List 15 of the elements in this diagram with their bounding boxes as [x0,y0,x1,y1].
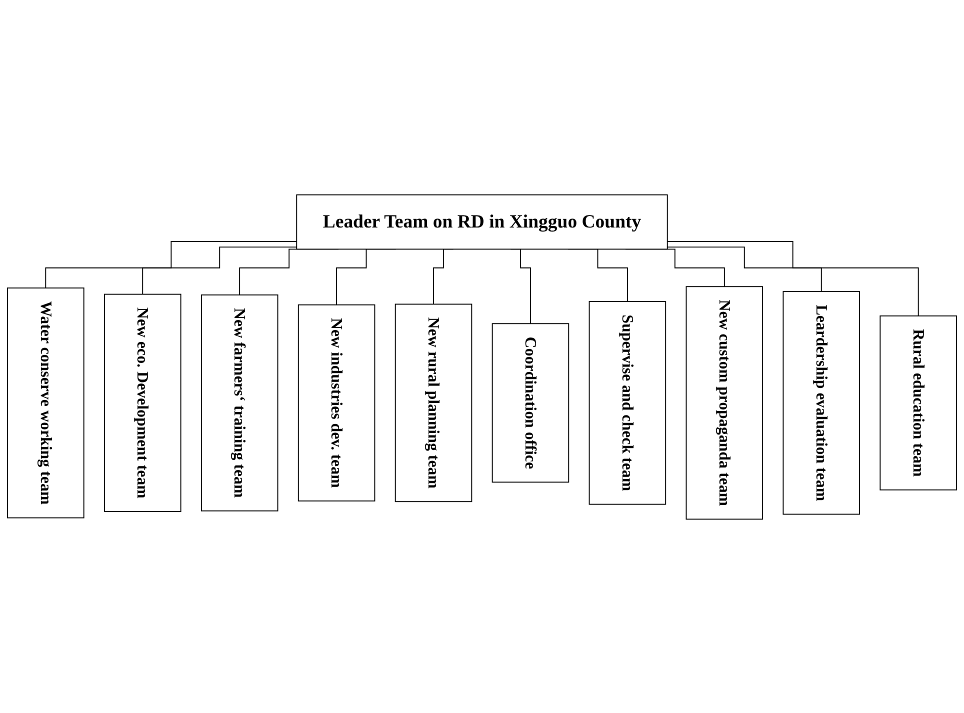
connector [45,240,298,288]
node-box: New farmers‘ training team [200,294,278,511]
node-box: Supervise and check team [588,300,666,504]
connector [666,240,919,316]
node-box: New rural planning team [394,303,472,502]
node-box: Water conserve working team [7,287,84,518]
node-box: Leader Team on RD in Xingguo County [296,194,668,250]
node-box: New custom propaganda team [686,286,764,520]
node-box: New eco. Development team [104,293,182,512]
connector [666,246,822,292]
node-box: Rural education team [880,314,957,490]
node-box: Coordination office [492,322,570,482]
node-box: Leardership evaluation team [782,290,860,514]
node-box: New industries dev. team [298,304,376,501]
connector [142,246,298,294]
